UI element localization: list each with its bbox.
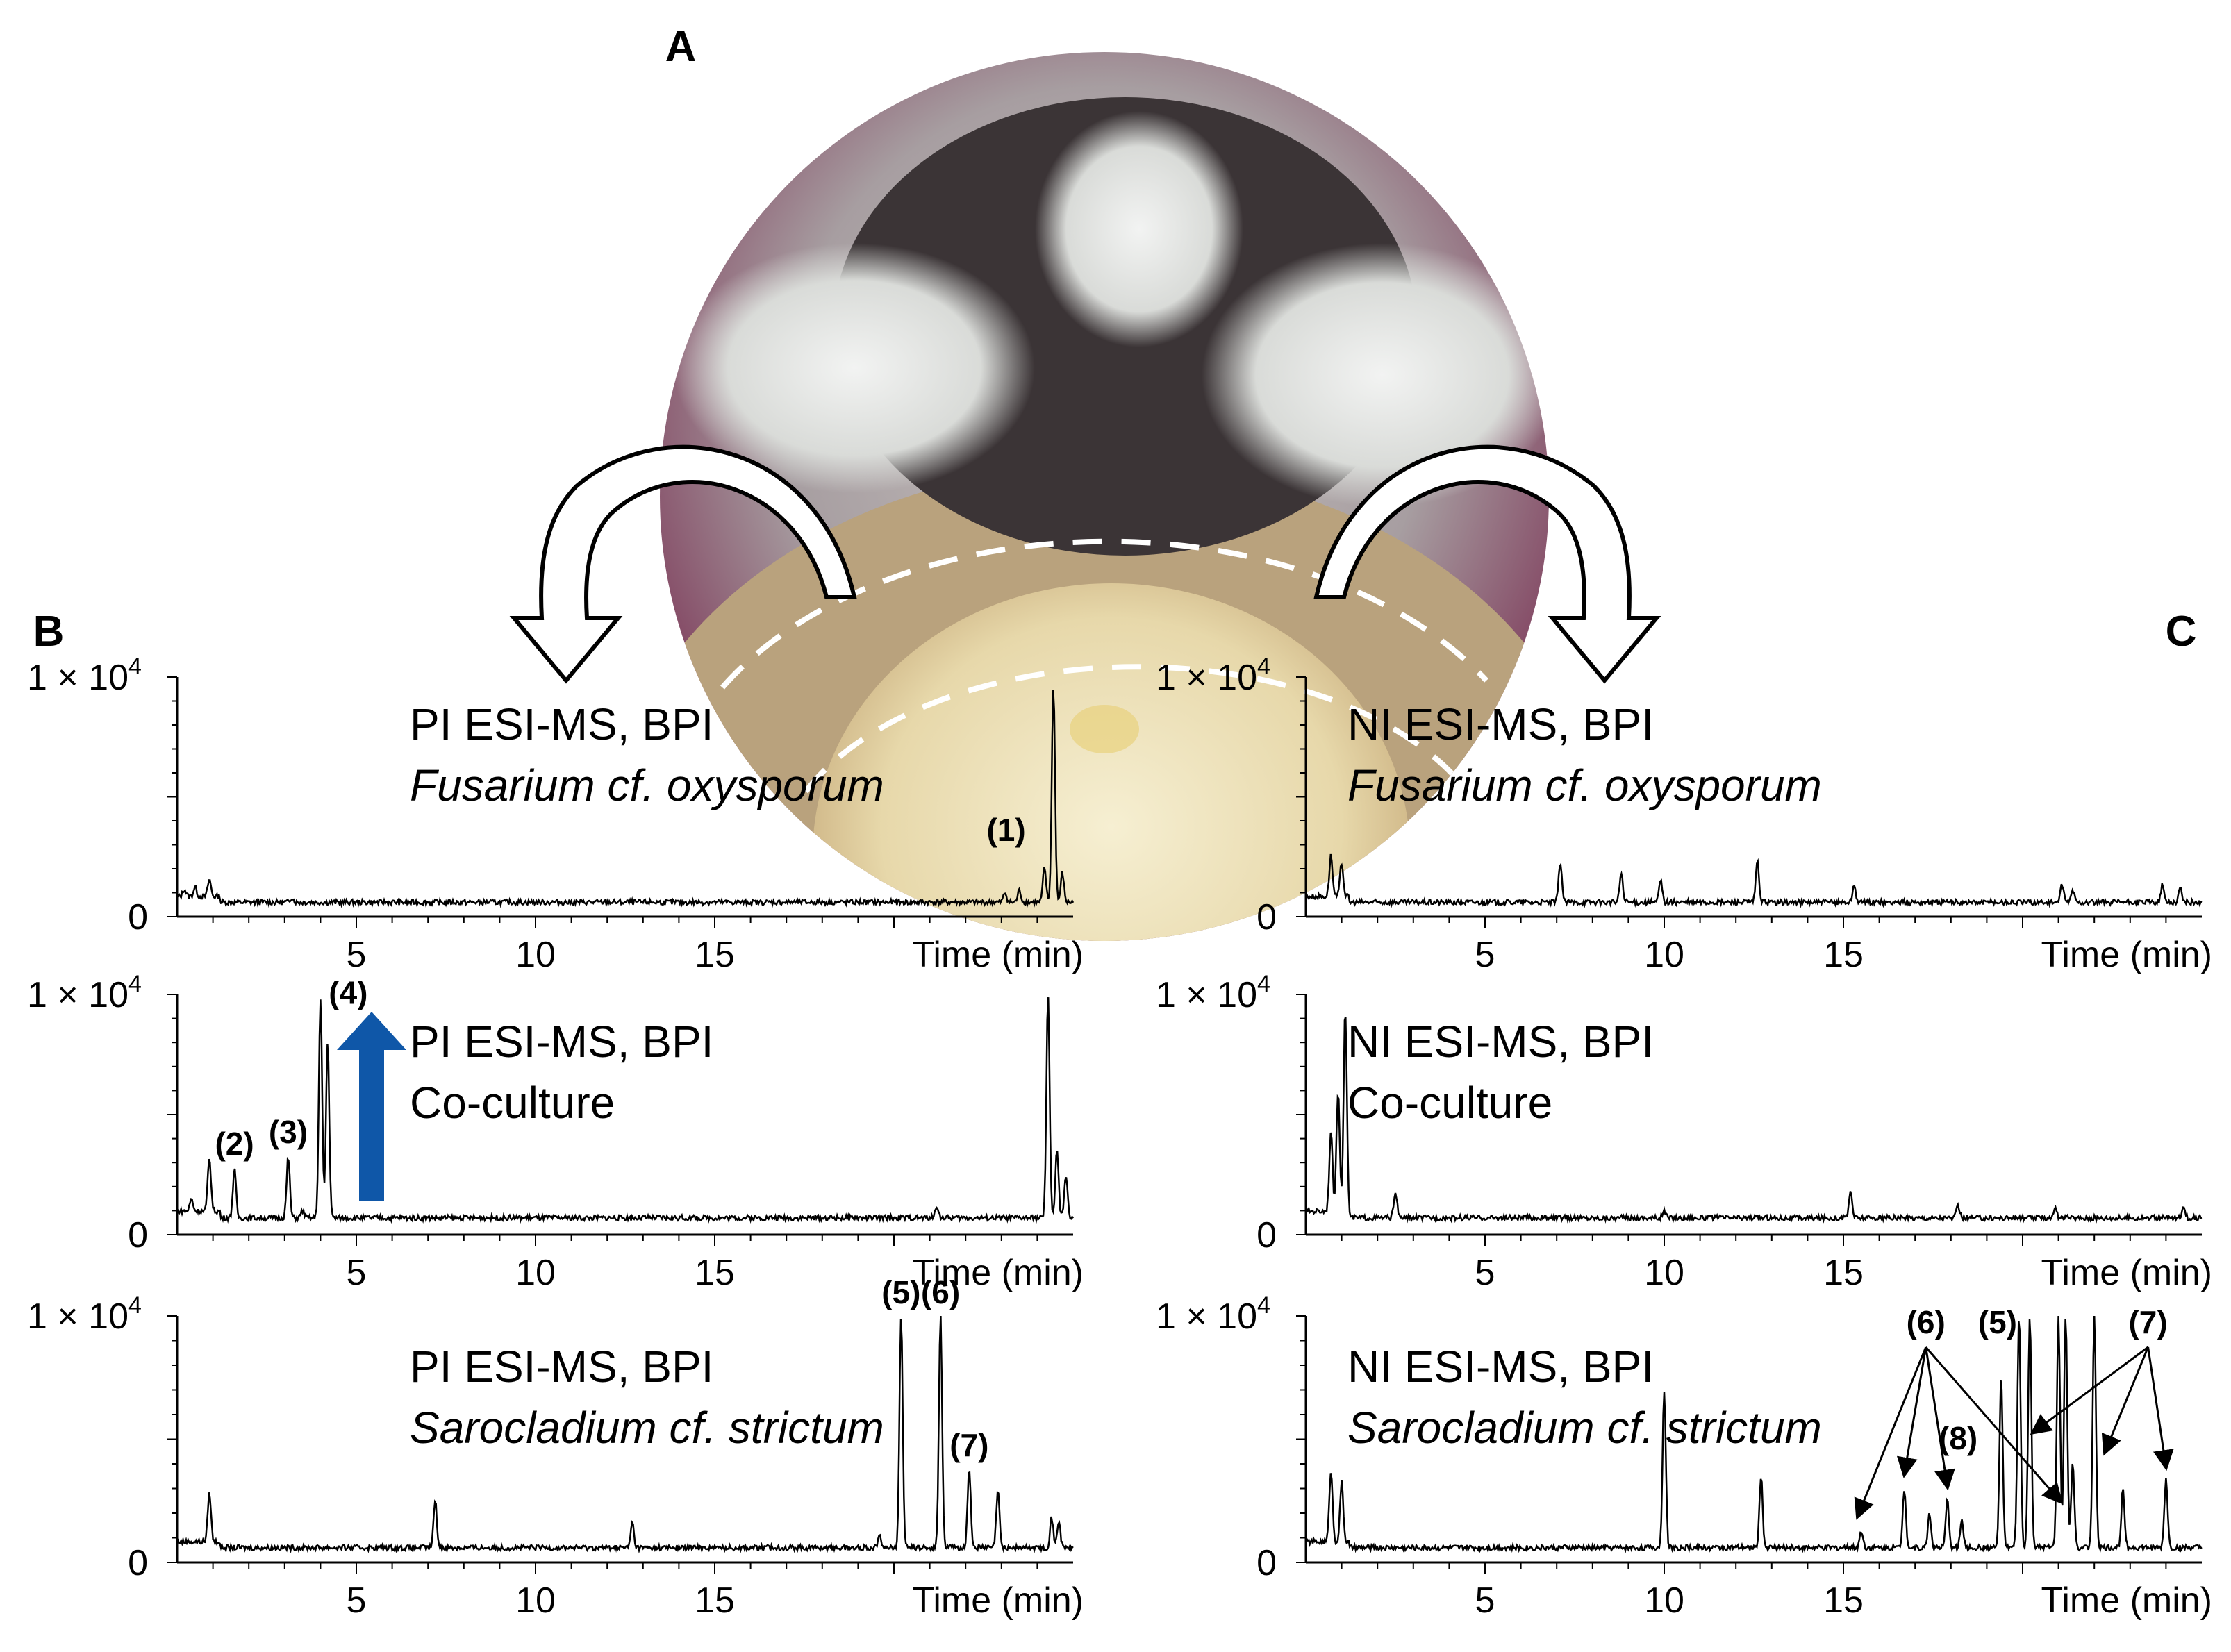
series-trace (176, 997, 1075, 1224)
y-min-label: 0 (1257, 1543, 1277, 1583)
y-max-exponent: 4 (128, 653, 142, 680)
chart-title: NI ESI-MS, BPI (1347, 1017, 1654, 1067)
peak-label: (3) (269, 1114, 308, 1150)
series-trace (176, 690, 1075, 909)
petri-dish-photo (660, 52, 1549, 941)
chart-subtitle: Co-culture (1347, 1078, 1552, 1128)
x-tick-label: 15 (1823, 1580, 1864, 1621)
x-axis-label: Time (min) (913, 1580, 1084, 1621)
y-min-label: 0 (1257, 1215, 1277, 1255)
peak-label: (6) (921, 1274, 960, 1310)
x-tick-label: 5 (1475, 1580, 1495, 1621)
x-tick-label: 5 (1475, 1253, 1495, 1293)
chart-subtitle: Fusarium cf. oxysporum (410, 760, 884, 810)
x-tick-label: 10 (1644, 1253, 1684, 1293)
chart-subtitle: Co-culture (410, 1078, 615, 1128)
sarocladium-colony (813, 583, 1410, 941)
panel-label-a: A (665, 23, 697, 71)
chart-title: PI ESI-MS, BPI (410, 1342, 713, 1392)
y-max-exponent: 4 (1257, 971, 1270, 997)
chart-title: PI ESI-MS, BPI (410, 1017, 713, 1067)
series-trace (1304, 853, 2203, 908)
x-tick-label: 10 (1644, 935, 1684, 975)
peak-pointer-arrow (1854, 1346, 1927, 1520)
x-axis-label: Time (min) (2041, 1580, 2213, 1621)
series-trace (176, 1315, 1074, 1554)
chart-title: NI ESI-MS, BPI (1347, 1342, 1654, 1392)
peak-label: (5) (881, 1274, 920, 1310)
dashed-boundary-inner (803, 664, 1475, 801)
peak-pointer-arrow (1896, 1346, 1927, 1478)
peak-label: (7) (2128, 1304, 2167, 1340)
x-axis-label: Time (min) (913, 935, 1084, 975)
peak-label: (8) (1939, 1420, 1977, 1456)
mycelium-right (1202, 243, 1549, 507)
x-tick-label: 10 (515, 1253, 556, 1293)
curved-arrow-left (509, 444, 857, 684)
x-axis-label: Time (min) (913, 1253, 1084, 1293)
x-axis-label: Time (min) (2041, 1253, 2213, 1293)
x-tick-label: 10 (1644, 1580, 1684, 1621)
y-max-label: 1 × 10 (27, 975, 128, 1015)
y-max-label: 1 × 10 (27, 658, 128, 698)
series-trace (1304, 1315, 2203, 1553)
panel-label-b: B (33, 608, 65, 656)
chart-subtitle: Fusarium cf. oxysporum (1347, 760, 1822, 810)
y-max-label: 1 × 10 (1156, 975, 1257, 1015)
chart-title: NI ESI-MS, BPI (1347, 699, 1654, 749)
y-max-exponent: 4 (1257, 1292, 1270, 1319)
peak-label: (2) (215, 1126, 254, 1162)
x-tick-label: 10 (515, 935, 556, 975)
y-max-exponent: 4 (128, 1292, 142, 1319)
x-tick-label: 10 (515, 1580, 556, 1621)
y-max-exponent: 4 (128, 971, 142, 997)
x-tick-label: 15 (695, 935, 735, 975)
mycelium-left (674, 243, 1035, 493)
y-max-exponent: 4 (1257, 653, 1270, 680)
x-tick-label: 15 (695, 1580, 735, 1621)
peak-label: (6) (1907, 1304, 1946, 1340)
peak-label: (1) (986, 812, 1025, 848)
y-min-label: 0 (128, 1543, 148, 1583)
x-tick-label: 5 (1475, 935, 1495, 975)
increase-arrow (337, 1012, 406, 1201)
y-min-label: 0 (1257, 897, 1277, 937)
mycelium-center (1035, 111, 1243, 347)
x-tick-label: 15 (1823, 1253, 1864, 1293)
peak-label: (5) (1978, 1304, 2017, 1340)
y-max-label: 1 × 10 (1156, 658, 1257, 698)
y-max-label: 1 × 10 (1156, 1296, 1257, 1337)
peak-label: (4) (329, 974, 367, 1010)
y-min-label: 0 (128, 897, 148, 937)
panel-label-c: C (2166, 608, 2197, 656)
x-tick-label: 5 (347, 1253, 367, 1293)
chart-subtitle: Sarocladium cf. strictum (410, 1403, 884, 1453)
y-min-label: 0 (128, 1215, 148, 1255)
x-tick-label: 5 (347, 1580, 367, 1621)
x-axis-label: Time (min) (2041, 935, 2213, 975)
peak-pointer-arrow (2147, 1346, 2174, 1471)
curved-arrow-right (1313, 444, 1661, 684)
y-max-label: 1 × 10 (27, 1296, 128, 1337)
chart-title: PI ESI-MS, BPI (410, 699, 713, 749)
dashed-boundary-outer (720, 538, 1488, 690)
peak-pointer-arrow (1925, 1346, 2064, 1505)
chart-subtitle: Sarocladium cf. strictum (1347, 1403, 1822, 1453)
peak-pointer-arrow (1925, 1346, 1955, 1491)
peak-label: (7) (949, 1427, 988, 1463)
peak-pointer-arrow (2030, 1346, 2149, 1435)
peak-pointer-arrow (2101, 1346, 2149, 1456)
x-tick-label: 15 (695, 1253, 735, 1293)
series-trace (1304, 1017, 2203, 1224)
x-tick-label: 5 (347, 935, 367, 975)
x-tick-label: 15 (1823, 935, 1864, 975)
